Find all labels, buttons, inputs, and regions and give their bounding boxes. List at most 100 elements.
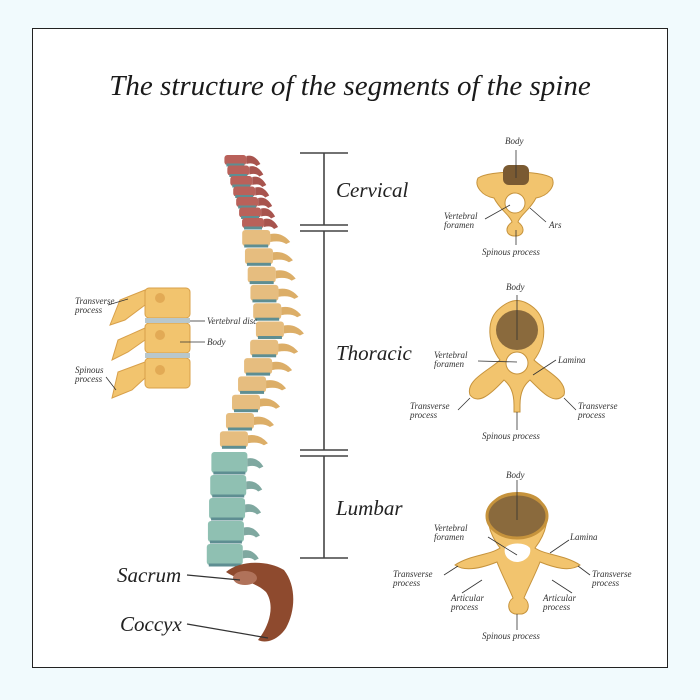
cervical-spinous-label: Spinous process xyxy=(482,247,540,257)
region-label-thoracic: Thoracic xyxy=(336,341,412,365)
diagram-title: The structure of the segments of the spi… xyxy=(109,70,591,102)
cervical-vertebra-body xyxy=(239,207,262,218)
lumbar-vertebra-body xyxy=(210,475,247,496)
intervertebral-disc xyxy=(249,281,274,285)
region-brackets xyxy=(300,152,348,559)
thoracic-lamina-label: Lamina xyxy=(558,355,586,365)
lumbar-vertebra-body xyxy=(209,498,246,519)
cervical-body-label: Body xyxy=(505,136,524,146)
thoracic-vertebra-body xyxy=(238,376,267,393)
sacrum-highlight xyxy=(233,571,257,585)
intervertebral-disc xyxy=(252,299,277,303)
thoracic-spinous-process xyxy=(278,343,299,354)
thoracic-spinous-process xyxy=(260,398,281,409)
lumbar-spinous-label: Spinous process xyxy=(482,631,540,641)
intervertebral-disc xyxy=(208,563,241,567)
cervical-spinous-process xyxy=(261,208,276,219)
cervical-spinous-process xyxy=(252,176,267,187)
region-label-cervical: Cervical xyxy=(336,178,409,202)
side-body-label: Body xyxy=(207,337,226,347)
intervertebral-disc xyxy=(252,354,277,358)
cervical-spinous-process xyxy=(249,166,264,177)
lumbar-lamina-label: Lamina xyxy=(570,532,598,542)
coccyx-leader xyxy=(186,623,269,639)
thoracic-spinous-process xyxy=(247,434,268,446)
intervertebral-disc xyxy=(257,336,282,339)
cervical-vertebra-body xyxy=(224,155,247,165)
sacrum-leader xyxy=(186,574,241,581)
region-label-coccyx: Coccyx xyxy=(120,612,182,636)
cervical-vertebra-body xyxy=(242,218,265,228)
lumbar-vertebra-body xyxy=(211,452,248,473)
thoracic-spinous-process xyxy=(275,270,296,281)
intervertebral-disc xyxy=(232,184,251,188)
intervertebral-disc xyxy=(246,262,271,266)
thoracic-spinous-process xyxy=(281,306,302,318)
intervertebral-disc xyxy=(229,174,248,177)
intervertebral-disc xyxy=(209,540,242,544)
lumbar-body-label: Body xyxy=(506,470,525,480)
cervical-ars-label: Ars xyxy=(549,220,562,230)
cervical-spinous-process xyxy=(246,155,261,166)
lumbar-spinous-process xyxy=(247,458,264,469)
intervertebral-disc xyxy=(227,427,252,431)
intervertebral-disc xyxy=(244,226,263,230)
thoracic-vertebra-body xyxy=(255,321,284,338)
lumbar-spinous-process xyxy=(242,550,259,561)
cervical-vertebra-body xyxy=(233,186,256,197)
thoracic-vertebra-body xyxy=(219,431,248,448)
thoracic-body-label: Body xyxy=(506,282,525,292)
region-label-sacrum: Sacrum xyxy=(117,563,182,587)
cervical-vertebra-body xyxy=(236,197,259,207)
cervical-spinous-process xyxy=(255,187,270,198)
thoracic-spinous-process xyxy=(283,325,304,336)
intervertebral-disc xyxy=(211,517,244,521)
lumbar-spinous-process xyxy=(245,504,262,515)
thoracic-vertebra-body xyxy=(247,266,276,283)
intervertebral-disc xyxy=(212,494,245,498)
thoracic-vertebra-body xyxy=(242,230,271,246)
intervertebral-disc xyxy=(238,205,257,209)
thoracic-vertebra-body xyxy=(244,358,273,375)
thoracic-spinous-process xyxy=(278,288,299,299)
intervertebral-disc xyxy=(241,216,260,219)
thoracic-vertebra-body xyxy=(250,284,279,301)
thoracic-spinous-process xyxy=(270,233,291,244)
lumbar-vertebra-illustration xyxy=(443,480,591,630)
sacrum-shape xyxy=(226,562,294,642)
thoracic-spinous-label: Spinous process xyxy=(482,431,540,441)
thoracic-spinous-process xyxy=(272,251,293,263)
lumbar-spinous-process xyxy=(243,527,260,538)
thoracic-vertebra-illustration xyxy=(457,295,577,430)
side-disc-label: Vertebral disc xyxy=(207,316,258,326)
intervertebral-disc xyxy=(255,317,280,321)
thoracic-vertebra-body xyxy=(250,339,279,356)
lumbar-vertebra-body xyxy=(207,521,244,542)
cervical-spinous-process xyxy=(258,197,273,208)
intervertebral-disc xyxy=(234,409,259,413)
intervertebral-disc xyxy=(213,471,246,475)
lumbar-spinous-process xyxy=(246,481,263,492)
intervertebral-disc xyxy=(226,163,245,167)
intervertebral-disc xyxy=(221,445,246,449)
thoracic-spinous-process xyxy=(266,380,287,391)
thoracic-spinous-process xyxy=(253,416,274,427)
thoracic-vertebra-body xyxy=(225,413,254,429)
spine-column xyxy=(206,155,304,567)
cervical-vertebra-illustration xyxy=(476,150,554,245)
cervical-vertebra-body xyxy=(230,176,253,186)
intervertebral-disc xyxy=(235,195,254,198)
intervertebral-disc xyxy=(246,372,271,376)
side-view-vertebrae xyxy=(105,287,205,399)
